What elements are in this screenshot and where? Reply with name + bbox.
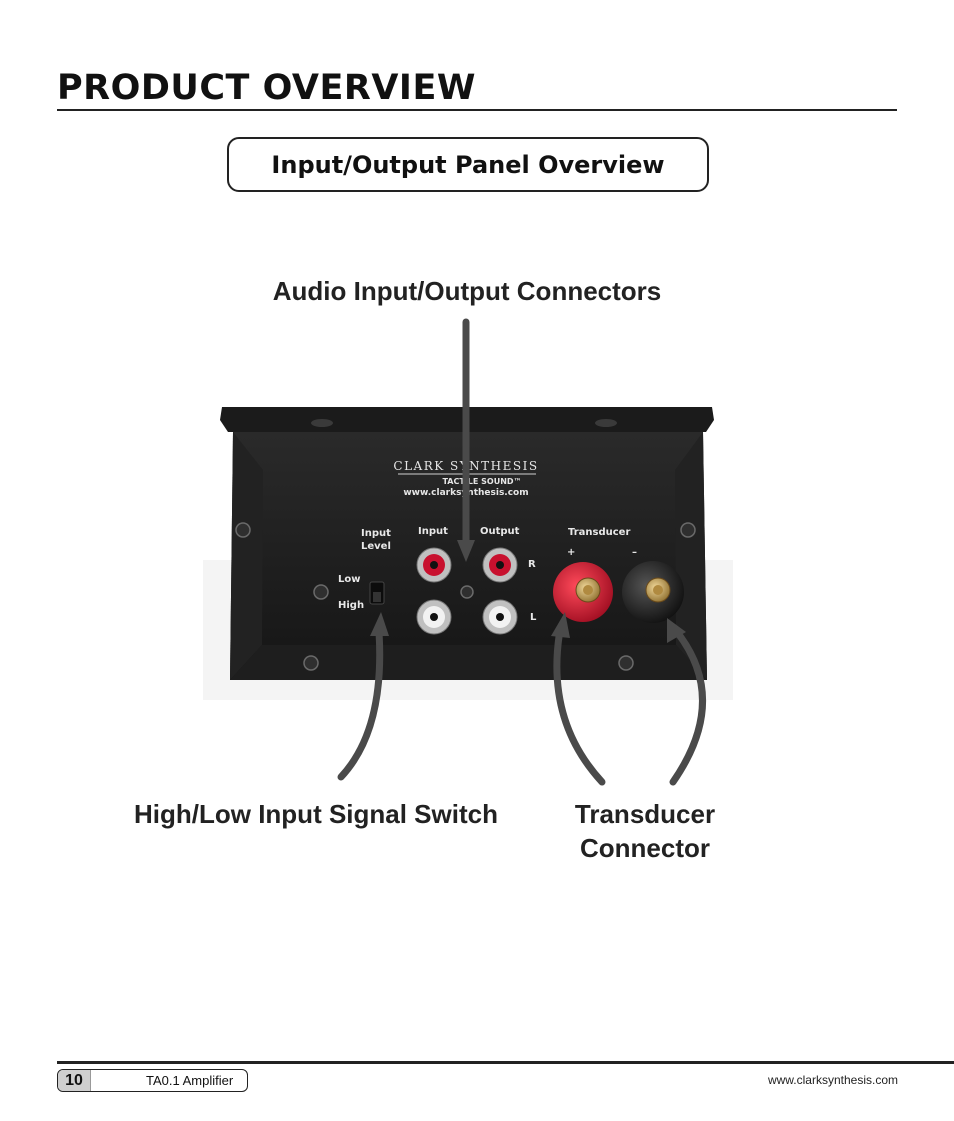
label-high: High — [338, 600, 364, 611]
label-plus: + — [567, 547, 575, 558]
callout-signal-switch: High/Low Input Signal Switch — [134, 799, 498, 829]
rca-output-r[interactable] — [482, 547, 518, 583]
label-low: Low — [338, 574, 360, 585]
callout-audio-connectors: Audio Input/Output Connectors — [272, 276, 662, 306]
switch-knob — [373, 592, 381, 602]
arrowhead-switch — [370, 612, 389, 636]
rca-output-l[interactable] — [482, 599, 518, 635]
footer-rule — [57, 1061, 954, 1064]
page-title: PRODUCT OVERVIEW — [57, 68, 476, 108]
callout-transducer-connector: Transducer Connector — [545, 797, 745, 865]
callout-transducer-line1: Transducer — [574, 799, 716, 829]
panel-bevel-bottom — [230, 645, 707, 680]
label-minus: – — [632, 547, 637, 558]
label-output: Output — [480, 526, 520, 537]
footer-page-tab: 10 TA0.1 Amplifier — [57, 1069, 248, 1092]
label-l: L — [530, 612, 537, 623]
arrow-transducer-negative — [669, 628, 706, 786]
rca-input-l[interactable] — [416, 599, 452, 635]
arrow-transducer-positive — [553, 626, 606, 786]
footer-url: www.clarksynthesis.com — [767, 1073, 898, 1087]
callout-transducer-line2: Connector — [580, 833, 710, 863]
transducer-post-negative[interactable] — [622, 561, 684, 623]
label-input: Input — [418, 526, 448, 537]
arrowhead-transducer-negative — [667, 618, 686, 643]
document-name: TA0.1 Amplifier — [146, 1073, 234, 1088]
flange-hole-left — [311, 419, 333, 427]
arrow-switch — [337, 628, 384, 781]
transducer-post-positive[interactable] — [553, 562, 613, 622]
panel-bevel-left — [230, 432, 263, 680]
title-rule — [57, 109, 897, 111]
arrowhead-transducer-positive — [551, 612, 570, 638]
arrowhead-audio — [457, 540, 475, 562]
label-input-level-2: Level — [361, 541, 391, 552]
section-heading: Input/Output Panel Overview — [271, 150, 665, 179]
section-heading-box: Input/Output Panel Overview — [227, 137, 709, 192]
label-transducer: Transducer — [568, 527, 630, 538]
label-r: R — [528, 559, 536, 570]
flange-hole-right — [595, 419, 617, 427]
brand-tagline: TACTILE SOUND™ — [442, 477, 521, 486]
panel-bevel-right — [675, 432, 707, 680]
rca-input-r[interactable] — [416, 547, 452, 583]
label-input-level: Input — [361, 528, 391, 539]
panel-screws — [235, 522, 696, 671]
page-number: 10 — [58, 1070, 91, 1091]
